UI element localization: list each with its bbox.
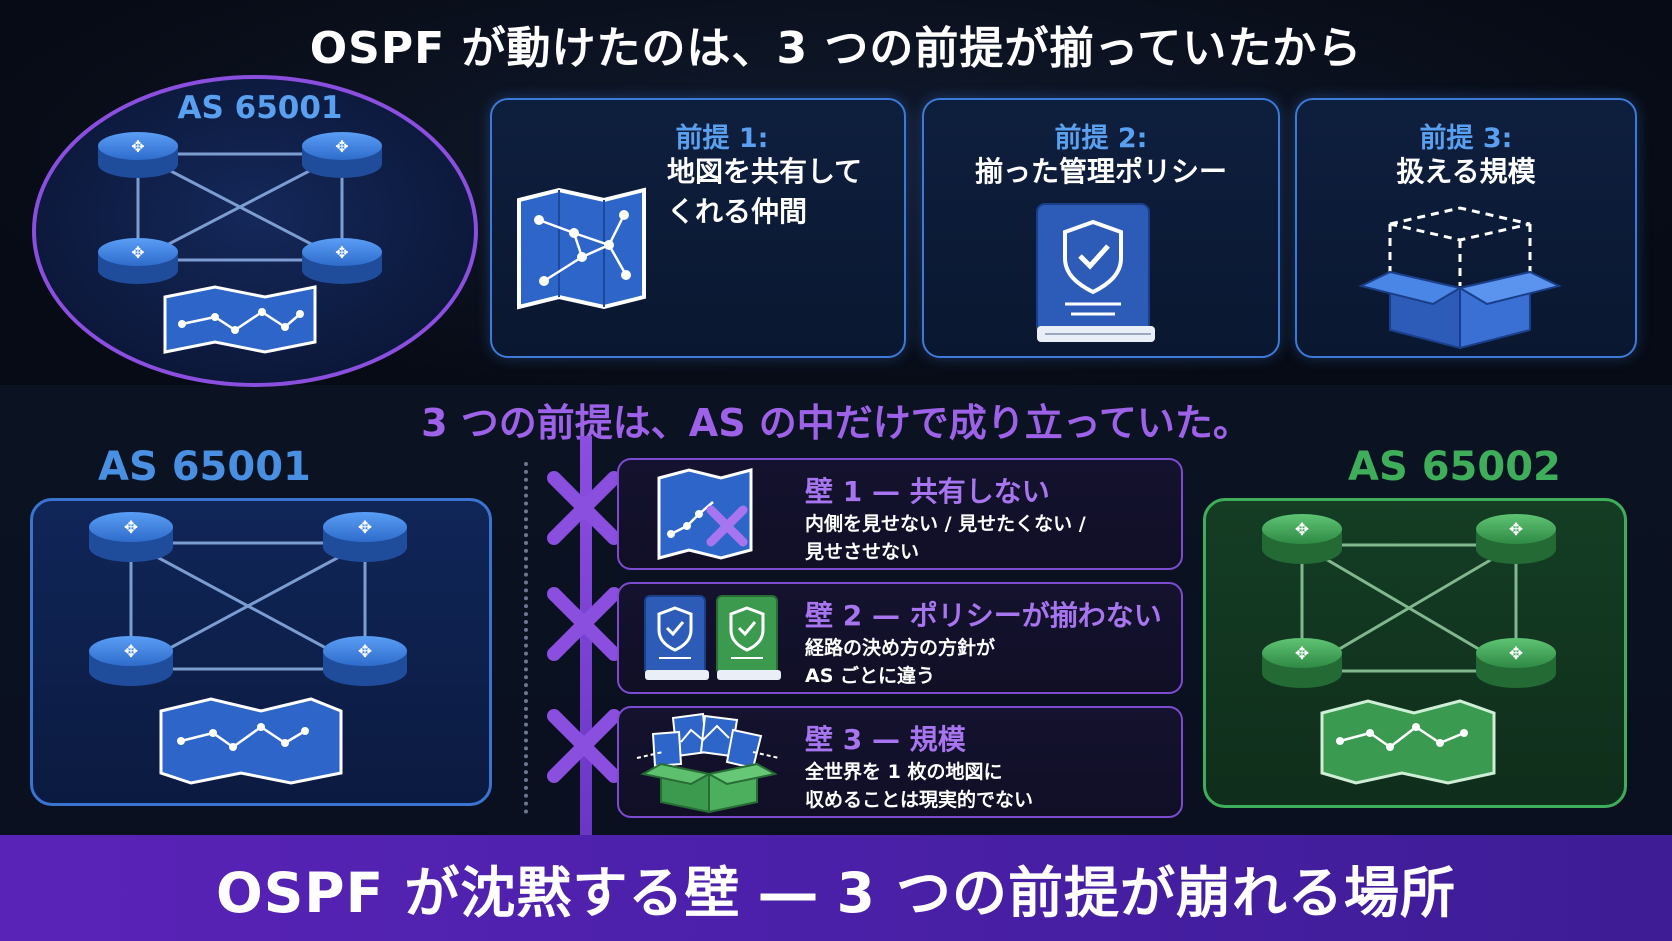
- router-icon: ✥: [98, 132, 178, 178]
- footer-title: OSPF が沈黙する壁 ― 3 つの前提が崩れる場所: [215, 861, 1457, 925]
- wall-description: 全世界を 1 枚の地図に 収めることは現実的でない: [805, 761, 1034, 811]
- as-left-box: ✥ ✥ ✥ ✥: [30, 498, 492, 806]
- router-icon: ✥: [302, 132, 382, 178]
- premise-text: 扱える規模: [1396, 155, 1536, 188]
- router-icon: ✥: [323, 512, 407, 562]
- wall-card-3: 壁 3 — 規模 全世界を 1 枚の地図に 収めることは現実的でない: [617, 706, 1183, 818]
- crossed-map-icon: [657, 468, 753, 560]
- svg-text:✥: ✥: [131, 137, 144, 156]
- router-icon: ✥: [89, 636, 173, 686]
- premise-text: 地図を共有して くれる仲間: [667, 155, 863, 228]
- svg-text:✥: ✥: [358, 642, 372, 662]
- open-box-icon: [1358, 206, 1562, 350]
- two-policy-books-icon: [644, 595, 781, 680]
- svg-text:✥: ✥: [1509, 644, 1523, 664]
- cross-icon: [547, 587, 621, 661]
- svg-text:✥: ✥: [335, 243, 348, 262]
- wall-description: 経路の決め方の方針が AS ごとに違う: [805, 637, 996, 687]
- svg-text:✥: ✥: [124, 518, 138, 538]
- premise-card-1: 前提 1: 地図を共有して くれる仲間: [490, 98, 906, 358]
- cross-icon: [547, 709, 621, 783]
- as-right-network-diagram: ✥ ✥ ✥ ✥: [1262, 514, 1556, 785]
- wall-card-2: 壁 2 — ポリシーが揃わない 経路の決め方の方針が AS ごとに違う: [617, 582, 1183, 694]
- router-icon: ✥: [1262, 638, 1342, 688]
- middle-title: 3 つの前提は、AS の中だけで成り立っていた。: [421, 401, 1251, 445]
- map-icon: [1320, 699, 1496, 785]
- map-icon: [517, 187, 646, 310]
- wall-title: 壁 1 — 共有しない: [805, 475, 1050, 508]
- as-top-network-diagram: ✥ ✥ ✥ ✥: [32, 75, 478, 387]
- premise-label: 前提 3:: [1419, 123, 1513, 154]
- wall-description: 内側を見せない / 見せたくない / 見せさせない: [805, 513, 1086, 563]
- router-icon: ✥: [98, 238, 178, 284]
- map-icon: [163, 285, 317, 354]
- as-right-box: ✥ ✥ ✥ ✥: [1203, 498, 1627, 808]
- footer-banner: [0, 835, 1672, 941]
- premise-card-3: 前提 3: 扱える規模: [1295, 98, 1637, 358]
- router-icon: ✥: [1476, 638, 1556, 688]
- cross-icon: [547, 471, 621, 545]
- wall-title: 壁 3 — 規模: [805, 723, 966, 756]
- router-icon: ✥: [89, 512, 173, 562]
- svg-text:✥: ✥: [1509, 520, 1523, 540]
- as-top-label: AS 65001: [177, 90, 343, 126]
- map-icon: [159, 697, 343, 785]
- svg-text:✥: ✥: [124, 642, 138, 662]
- svg-text:✥: ✥: [131, 243, 144, 262]
- page-title: OSPF が動けたのは、3 つの前提が揃っていたから: [309, 23, 1363, 74]
- wall-card-1: 壁 1 — 共有しない 内側を見せない / 見せたくない / 見せさせない: [617, 458, 1183, 570]
- svg-text:✥: ✥: [358, 518, 372, 538]
- as-left-label: AS 65001: [98, 444, 311, 490]
- router-icon: ✥: [1476, 514, 1556, 564]
- router-icon: ✥: [323, 636, 407, 686]
- wall-title: 壁 2 — ポリシーが揃わない: [805, 599, 1162, 632]
- premise-text: 揃った管理ポリシー: [974, 155, 1227, 188]
- svg-text:✥: ✥: [335, 137, 348, 156]
- svg-text:✥: ✥: [1295, 520, 1309, 540]
- dotted-divider: [524, 462, 528, 814]
- as-left-network-diagram: ✥ ✥ ✥ ✥: [89, 512, 407, 785]
- as-right-label: AS 65002: [1348, 444, 1561, 490]
- premise-label: 前提 2:: [1054, 123, 1148, 154]
- router-icon: ✥: [302, 238, 382, 284]
- svg-text:✥: ✥: [1295, 644, 1309, 664]
- premise-label: 前提 1:: [675, 123, 769, 154]
- as-top-ellipse: ✥ ✥ ✥ ✥: [30, 72, 480, 390]
- overflowing-box-icon: [636, 712, 780, 814]
- router-icon: ✥: [1262, 514, 1342, 564]
- policy-book-icon: [1036, 203, 1155, 342]
- premise-card-2: 前提 2: 揃った管理ポリシー: [922, 98, 1280, 358]
